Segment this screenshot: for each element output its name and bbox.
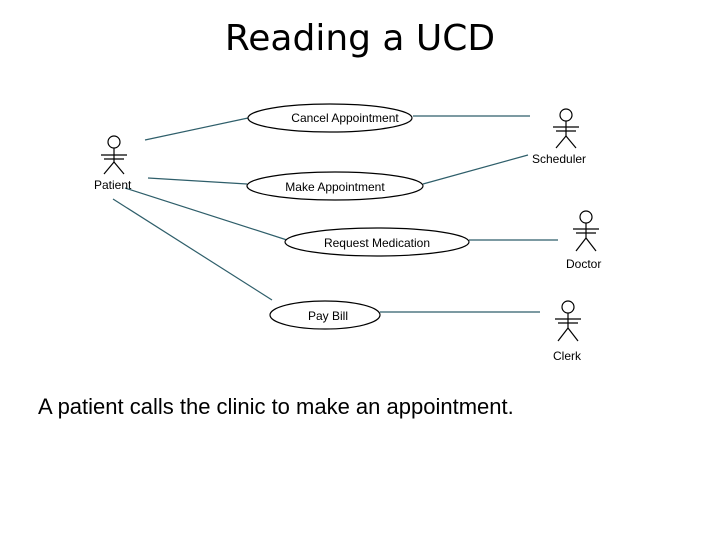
actor-label-scheduler: Scheduler [532, 152, 586, 166]
actor-clerk [555, 300, 581, 342]
association-patient-make [147, 177, 248, 185]
association-patient-request [124, 187, 288, 241]
slide-title: Reading a UCD [224, 18, 496, 59]
actor-scheduler [553, 108, 579, 149]
slide-caption: A patient calls the clinic to make an ap… [38, 394, 514, 419]
use-case-label: Make Appointment [285, 180, 385, 194]
actor-patient [101, 135, 127, 175]
actor-label-clerk: Clerk [553, 349, 582, 363]
association-lines [112, 115, 558, 313]
use-case-pay-bill: Pay Bill [269, 300, 381, 330]
association-patient-pay [112, 198, 273, 301]
actor-head [561, 300, 575, 314]
actor-head [107, 135, 121, 149]
actor-head [559, 108, 573, 122]
actor-label-patient: Patient [94, 178, 132, 192]
actor-doctor [573, 210, 599, 252]
actor-label-doctor: Doctor [566, 257, 601, 271]
use-case-make-appointment: Make Appointment [246, 171, 424, 201]
actor-head [579, 210, 593, 224]
association-scheduler-make [422, 154, 529, 185]
use-case-cancel-appointment: Cancel Appointment [247, 103, 413, 133]
use-case-label: Request Medication [324, 236, 430, 250]
use-case-label: Pay Bill [308, 309, 348, 323]
use-case-label: Cancel Appointment [291, 111, 399, 125]
use-case-request-medication: Request Medication [284, 227, 470, 257]
association-patient-cancel [144, 117, 249, 141]
